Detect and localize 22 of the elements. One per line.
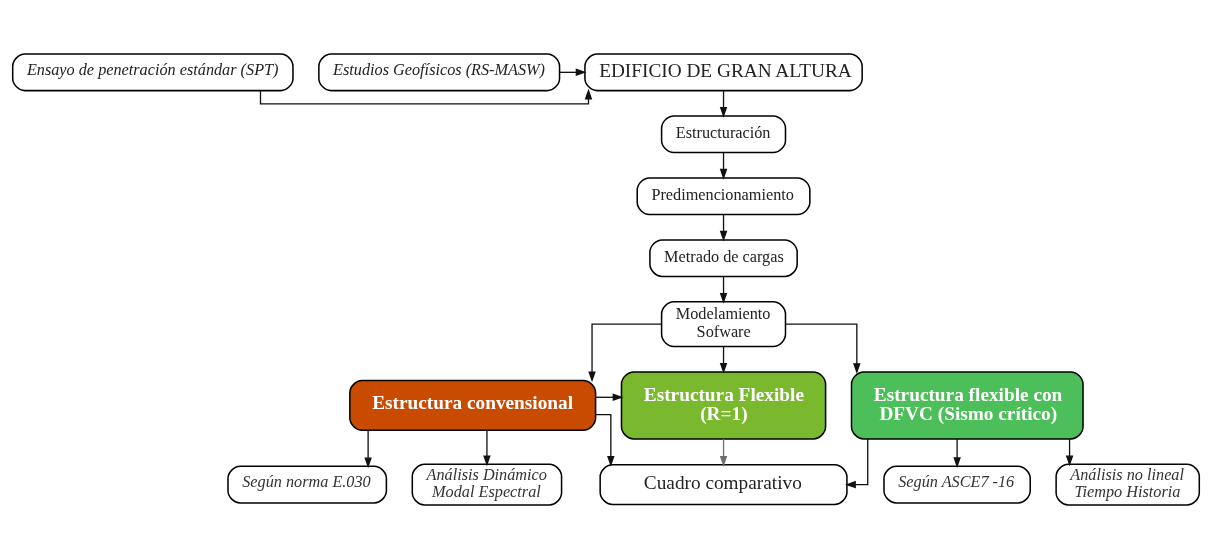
- node-box: Análisis no lineal Tiempo Historia: [1055, 463, 1201, 506]
- node-box: Cuadro comparativo: [599, 464, 848, 506]
- node-box: EDIFICIO DE GRAN ALTURA: [584, 53, 863, 92]
- node-box: Metrado de cargas: [649, 239, 798, 278]
- node-box: Estudios Geofísicos (RS-MASW): [318, 53, 561, 92]
- node-box: Según ASCE7 -16: [883, 465, 1031, 504]
- node-box: Predimencionamiento: [636, 177, 811, 216]
- arrow: [595, 413, 615, 467]
- arrow: [483, 429, 491, 467]
- node-box: Estructura convensional: [349, 379, 597, 432]
- arrow: [364, 429, 372, 469]
- node-box: Según norma E.030: [227, 465, 388, 504]
- node-box: Estructura Flexible (R=1): [620, 371, 827, 440]
- node-box: Ensayo de penetración estándar (SPT): [11, 53, 294, 92]
- node-box: Análisis Dinámico Modal Espectral: [411, 463, 563, 506]
- arrow: [588, 323, 662, 383]
- arrow: [784, 323, 861, 374]
- node-box: Estructura flexible con DFVC (Sismo crítico): [850, 371, 1084, 440]
- node-box: Estructuración: [660, 115, 787, 154]
- arrow: [953, 438, 961, 469]
- arrow: [845, 438, 869, 489]
- node-box: Modelamiento Sofware: [660, 301, 787, 348]
